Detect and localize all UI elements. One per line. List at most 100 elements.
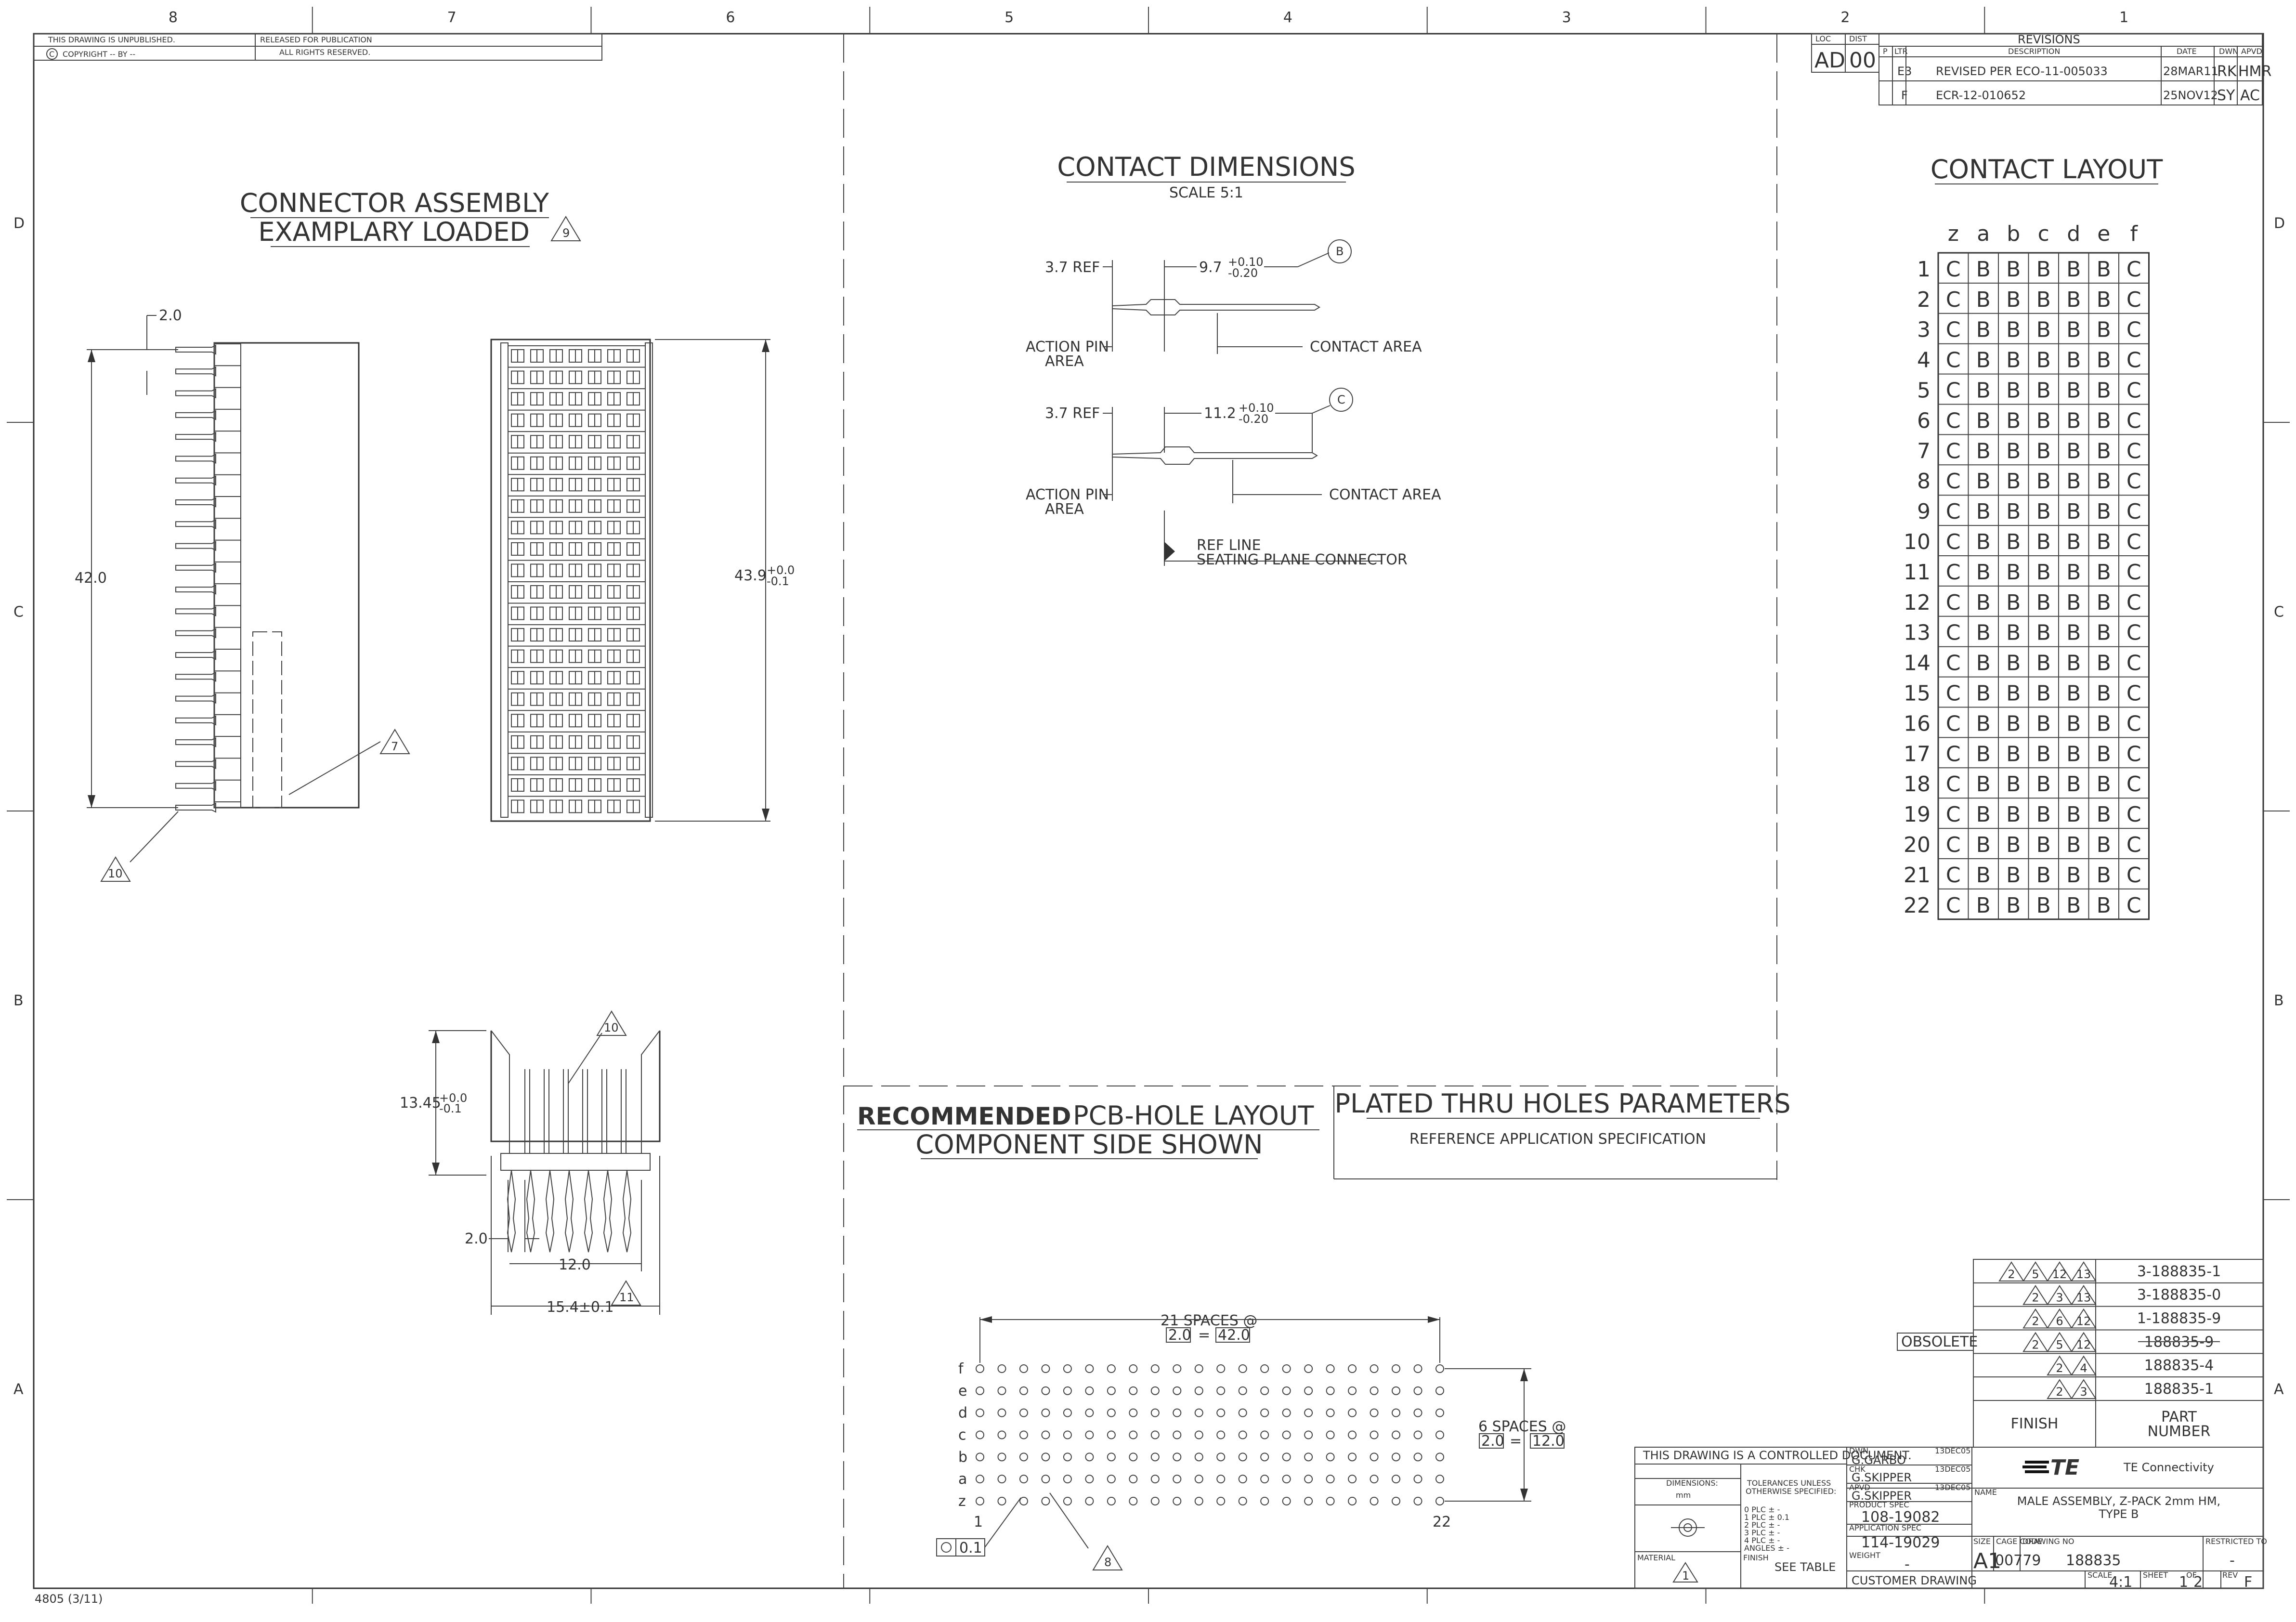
pcb-hole: [1107, 1497, 1116, 1505]
note-flag-icon: [2071, 1284, 2097, 1305]
size-value: A1: [1973, 1549, 2001, 1573]
layout-cell: B: [2036, 530, 2051, 554]
pcb-hole: [1216, 1408, 1226, 1417]
svg-text:13DEC05: 13DEC05: [1935, 1446, 1970, 1455]
layout-cell: C: [1946, 590, 1961, 615]
pcb-hole: [1041, 1475, 1050, 1484]
rev-head-p: P: [1883, 47, 1888, 56]
pcb-hole: [1238, 1386, 1247, 1395]
border-col-label: 1: [2119, 9, 2128, 26]
svg-text:WEIGHT: WEIGHT: [1849, 1551, 1880, 1560]
svg-text:CHK: CHK: [1849, 1465, 1866, 1474]
layout-cell: B: [2006, 469, 2021, 494]
pcb-hole: [1216, 1364, 1226, 1373]
pcb-hole: [1150, 1430, 1160, 1439]
pcb-hole: [1348, 1408, 1357, 1417]
released-note: RELEASED FOR PUBLICATION: [260, 35, 372, 44]
chk-name: G.SKIPPER: [1852, 1471, 1912, 1484]
layout-cell: C: [2126, 772, 2141, 797]
pcb-hole: [1063, 1475, 1072, 1484]
pcb-hole: [1041, 1452, 1050, 1462]
layout-cell: B: [1976, 863, 1991, 888]
side-view-pin: [175, 628, 216, 639]
side-view-pin: [175, 366, 216, 377]
part-number: 3-188835-0: [2137, 1287, 2221, 1304]
copyright-note: COPYRIGHT -- BY --: [63, 50, 135, 59]
pcb-hole: [1435, 1386, 1444, 1395]
layout-cell: C: [1946, 499, 1961, 524]
layout-cell: B: [2097, 772, 2111, 797]
layout-cell: B: [2006, 772, 2021, 797]
layout-col-label: e: [2097, 222, 2110, 246]
layout-row-label: 9: [1917, 499, 1931, 524]
pcb-hole: [1107, 1364, 1116, 1373]
part-flag-number: 12: [2076, 1315, 2091, 1328]
note-flag-icon: [2047, 1308, 2073, 1329]
pcb-hole: [1085, 1408, 1094, 1417]
flag-8: 8: [1104, 1556, 1111, 1569]
pcb-hole: [1238, 1497, 1247, 1505]
layout-cell: B: [2006, 530, 2021, 554]
dim-front-tol-minus: -0.1: [767, 575, 789, 588]
pcb-hole: [1150, 1452, 1160, 1462]
finish-header: FINISH: [2011, 1415, 2059, 1432]
part-flag-number: 3: [2080, 1385, 2087, 1399]
layout-col-label: d: [2067, 222, 2080, 246]
layout-row-label: 7: [1917, 439, 1931, 463]
border-row-label: D: [2274, 215, 2285, 232]
form-code: 4805 (3/11): [35, 1592, 103, 1606]
layout-cell: C: [2126, 379, 2141, 403]
pcb-hole: [1019, 1386, 1028, 1395]
tolerance-line: 1 PLC ± 0.1: [1744, 1513, 1789, 1522]
contact-b-action-pin: ACTION PIN: [1026, 339, 1109, 355]
side-view-pin: [175, 671, 216, 682]
side-view-pin: [175, 759, 216, 770]
contact-dimensions: CONTACT DIMENSIONS SCALE 5:1 3.7 REF 9.7…: [1026, 152, 1441, 568]
pcb-hole: [1282, 1475, 1291, 1484]
layout-cell: B: [2006, 318, 2021, 342]
pcb-hole: [1085, 1452, 1094, 1462]
pcb-hole: [976, 1408, 984, 1417]
layout-cell: B: [2006, 802, 2021, 827]
section-pin-tail: [603, 1170, 613, 1253]
pcb-hole: [1304, 1386, 1313, 1395]
layout-row-label: 14: [1904, 651, 1931, 676]
pcb-hole: [1129, 1408, 1138, 1417]
pcb-hole: [1413, 1497, 1422, 1505]
svg-text:CAGE CODE: CAGE CODE: [1996, 1537, 2042, 1546]
layout-cell: B: [2036, 439, 2051, 463]
contact-b-action-area: AREA: [1045, 353, 1084, 370]
side-view-pin: [175, 715, 216, 726]
pcb-hole: [997, 1452, 1006, 1462]
pcb-hole: [1282, 1408, 1291, 1417]
layout-cell: B: [1976, 288, 1991, 312]
svg-text:PRODUCT SPEC: PRODUCT SPEC: [1849, 1500, 1909, 1509]
part-flag-number: 2: [2032, 1315, 2039, 1328]
pcb-hole: [1173, 1364, 1182, 1373]
sheet-of-value: 2: [2193, 1574, 2203, 1591]
pcb-hole: [976, 1497, 984, 1505]
pcb-hole: [1194, 1497, 1203, 1505]
pcb-hole: [1107, 1475, 1116, 1484]
pcb-first-col: 1: [974, 1514, 983, 1530]
note-flag-icon: [2022, 1284, 2048, 1305]
pcb-hole: [1413, 1430, 1422, 1439]
company-name: TE Connectivity: [2123, 1461, 2214, 1474]
part-flag-number: 12: [2052, 1268, 2067, 1281]
te-logo: TE: [2022, 1455, 2079, 1480]
layout-cell: C: [1946, 348, 1961, 373]
section-pin-tail: [526, 1170, 535, 1253]
pcb-row-label: f: [958, 1360, 964, 1377]
contact-c-flag: [1329, 388, 1353, 412]
position-tolerance-icon: [941, 1542, 952, 1553]
controlled-doc: THIS DRAWING IS A CONTROLLED DOCUMENT.: [1643, 1449, 1912, 1462]
layout-col-label: b: [2007, 222, 2020, 246]
layout-cell: B: [2006, 439, 2021, 463]
dim-section-overall: 15.4±0.1: [547, 1299, 614, 1316]
note-flag-9: 9: [562, 226, 570, 240]
tolerance-line: 2 PLC ± -: [1744, 1520, 1780, 1530]
layout-cell: C: [2126, 530, 2141, 554]
section-pin-tail: [564, 1170, 574, 1253]
rev-row-ltr: F: [1901, 89, 1908, 102]
